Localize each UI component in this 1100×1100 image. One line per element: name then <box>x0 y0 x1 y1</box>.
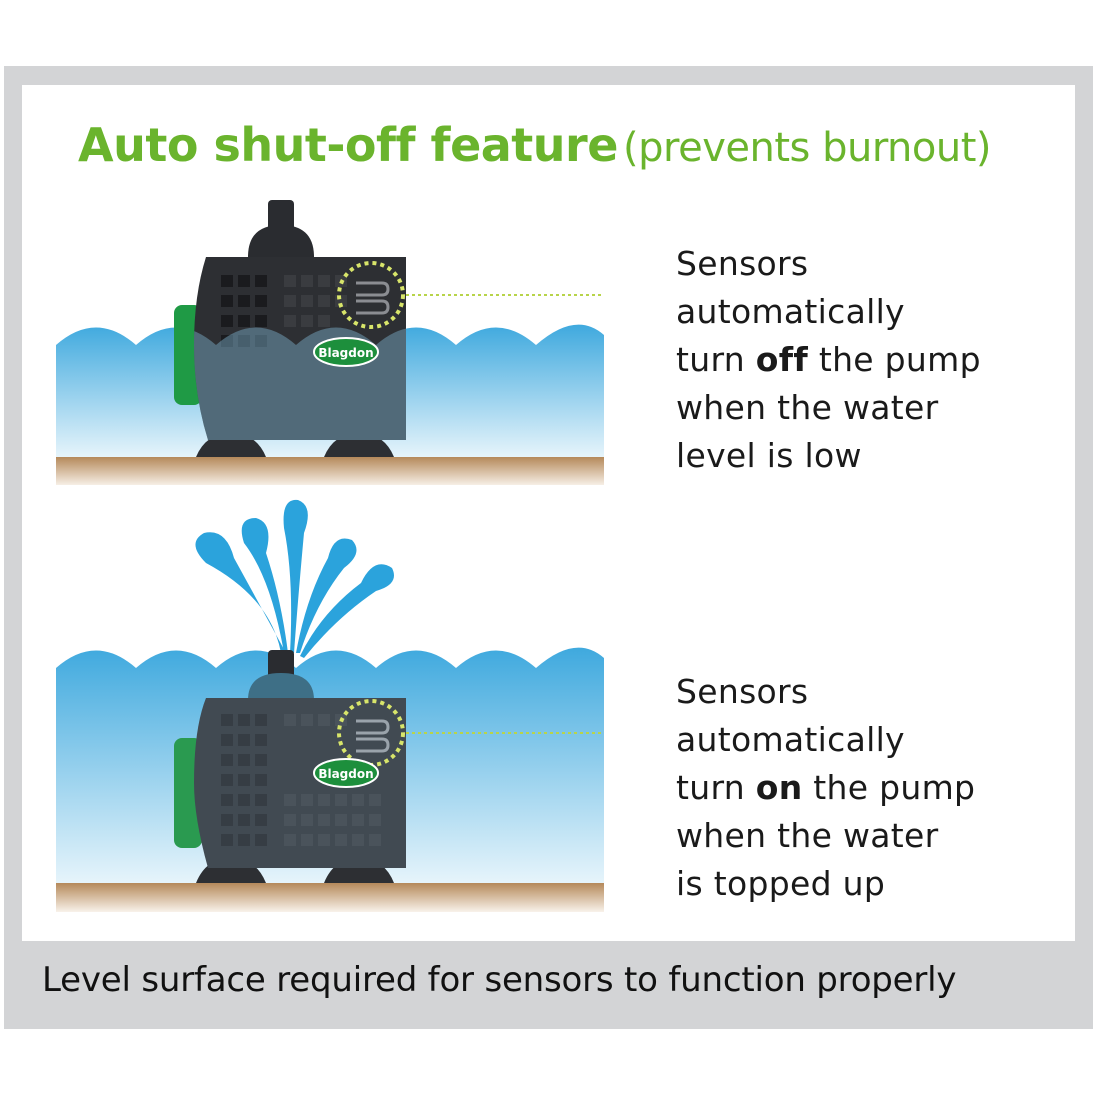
state-off-emphasis: off <box>755 340 809 379</box>
pump-low-water-icon: Blagdon <box>56 200 604 485</box>
brand-logo: Blagdon <box>318 767 373 781</box>
page-title: Auto shut-off feature (prevents burnout) <box>78 118 992 172</box>
pump-fountain-icon: Blagdon <box>56 499 604 912</box>
state-on-emphasis: on <box>755 768 803 807</box>
title-sub: (prevents burnout) <box>623 125 992 171</box>
pump-fountain-illustration: Blagdon <box>56 488 604 912</box>
pump-low-water-illustration: Blagdon <box>56 195 604 485</box>
brand-logo: Blagdon <box>318 346 373 360</box>
description-on: Sensors automatically turn on the pump w… <box>676 672 976 903</box>
description-off: Sensors automatically turn off the pump … <box>676 244 981 475</box>
footer-note: Level surface required for sensors to fu… <box>42 960 957 1000</box>
title-main: Auto shut-off feature <box>78 118 618 172</box>
